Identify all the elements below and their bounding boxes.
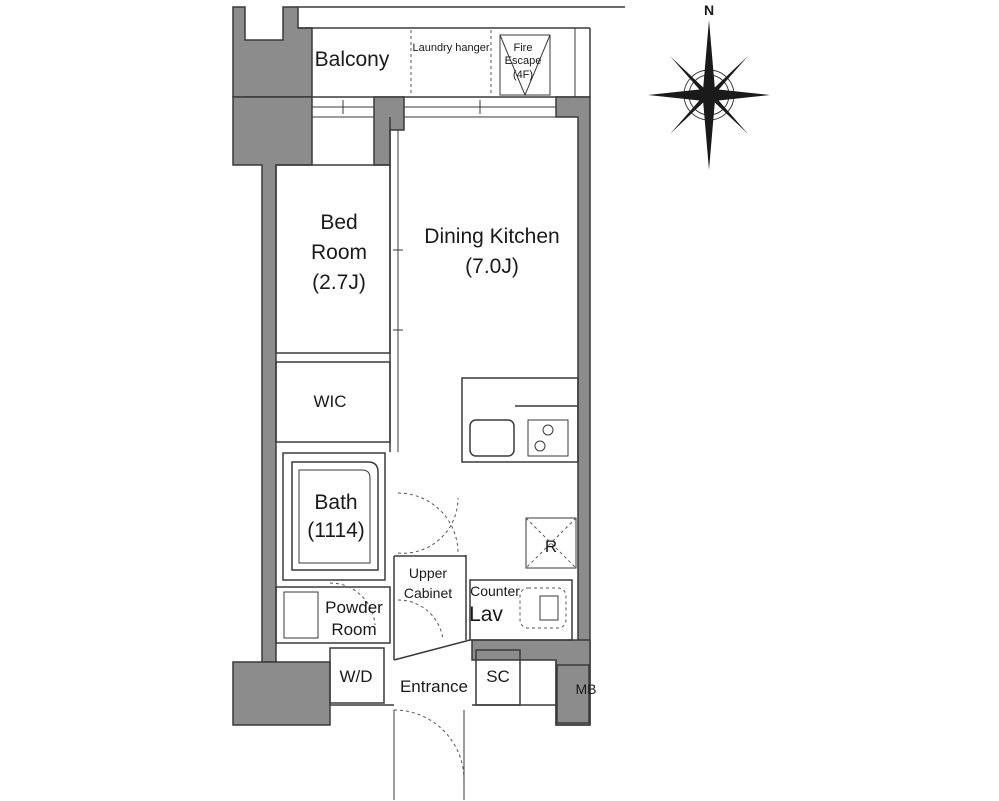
balcony-label: Balcony bbox=[315, 48, 390, 71]
bath-label: Bath bbox=[314, 491, 357, 514]
wd-label: W/D bbox=[339, 667, 372, 686]
fire-escape-label-3: (4F) bbox=[513, 69, 533, 81]
north-compass-icon bbox=[648, 20, 770, 170]
refrigerator-label: R bbox=[545, 537, 557, 556]
lav-label: Lav bbox=[469, 603, 503, 626]
mb-label: MB bbox=[576, 681, 597, 697]
dining-kitchen-label: Dining Kitchen bbox=[424, 225, 559, 248]
fire-escape-label-1: Fire bbox=[514, 42, 533, 54]
upper-cabinet-label-1: Upper bbox=[409, 565, 447, 581]
bath-size: (1114) bbox=[307, 519, 365, 542]
compass-north-label: N bbox=[704, 2, 714, 18]
door-swings bbox=[329, 492, 465, 800]
kitchen-counter bbox=[461, 377, 579, 463]
upper-cabinet-label-2: Cabinet bbox=[404, 585, 452, 601]
exterior-walls bbox=[232, 96, 591, 726]
bedroom-label-2: Room bbox=[311, 241, 367, 264]
entrance-label: Entrance bbox=[400, 677, 468, 696]
sc-label: SC bbox=[486, 667, 510, 686]
powder-room-label-2: Room bbox=[331, 620, 376, 639]
refrigerator-space bbox=[525, 517, 577, 569]
bedroom-label-1: Bed bbox=[320, 211, 357, 234]
laundry-hanger-label: Laundry hanger bbox=[412, 42, 489, 54]
balcony-windows bbox=[311, 96, 557, 118]
interior-walls bbox=[275, 117, 590, 724]
lavatory-fixture bbox=[519, 587, 567, 629]
wic-label: WIC bbox=[313, 392, 346, 411]
counter-label: Counter bbox=[470, 583, 520, 599]
dining-kitchen-size: (7.0J) bbox=[465, 255, 519, 278]
powder-room-label-1: Powder bbox=[325, 598, 383, 617]
bedroom-label-3: (2.7J) bbox=[312, 271, 366, 294]
fire-escape-label-2: Escape bbox=[505, 55, 542, 67]
